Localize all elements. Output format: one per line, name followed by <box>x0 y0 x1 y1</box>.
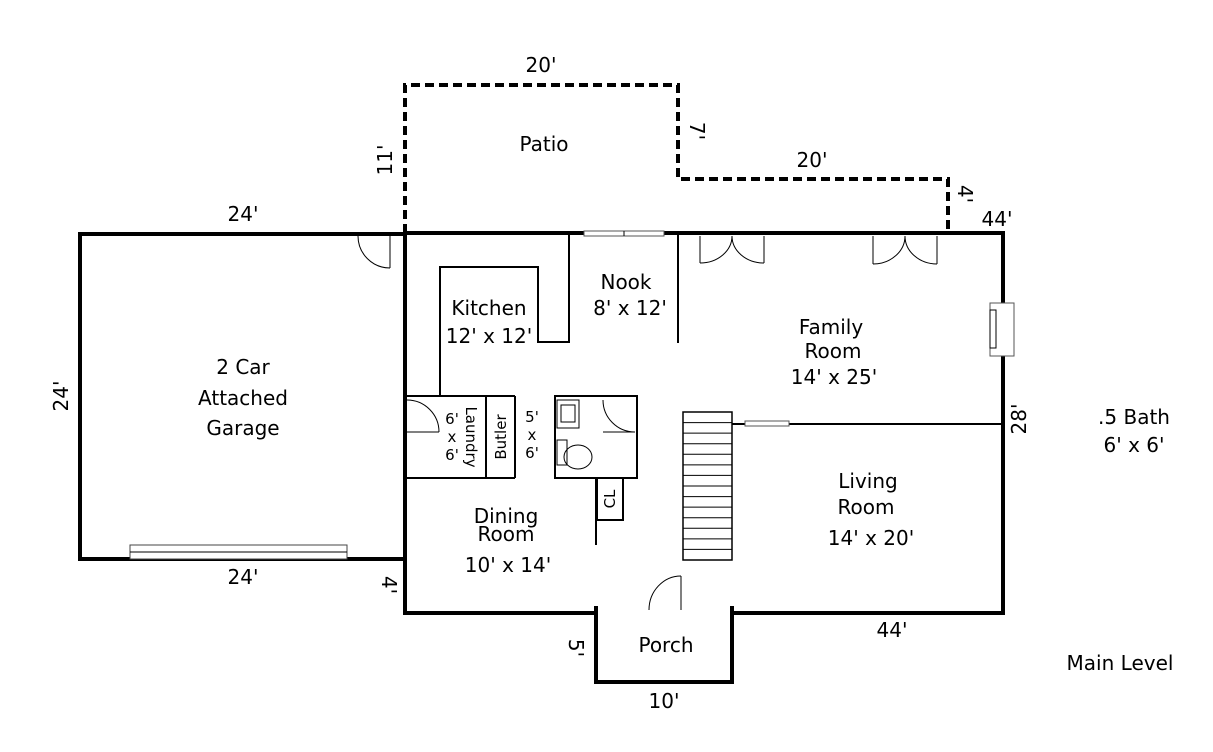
living-room-label-line2: Room <box>838 495 895 519</box>
laundry-dim-x: x <box>448 428 457 446</box>
family-room-label-line2: Room <box>805 339 862 363</box>
patio-dim-drop: 4' <box>953 185 977 203</box>
dining-room-label-line2: Room <box>478 522 535 546</box>
patio-dim-top: 20' <box>526 53 557 77</box>
garage-dim-side: 24' <box>49 381 73 412</box>
nook-dims: 8' x 12' <box>593 296 667 320</box>
patio-label: Patio <box>519 132 568 156</box>
staircase <box>682 411 733 561</box>
fireplace <box>989 302 1015 357</box>
dining-room-dims: 10' x 14' <box>465 553 551 577</box>
living-room-dims: 14' x 20' <box>828 526 914 550</box>
garage-entry-door <box>357 235 391 269</box>
bath-sink-basin <box>560 404 576 423</box>
porch-dim-bottom: 10' <box>649 689 680 713</box>
living-room-label-line1: Living <box>838 469 897 493</box>
closet-label: CL <box>601 489 619 508</box>
half-bath-dim-x: x <box>528 426 537 444</box>
half-bath-walls <box>554 395 638 479</box>
garage-dim-bottom: 24' <box>228 565 259 589</box>
laundry-door <box>406 399 440 433</box>
kitchen-label: Kitchen <box>451 296 526 320</box>
house-dim-step: 4' <box>377 576 401 594</box>
porch-outline <box>594 606 734 684</box>
toilet <box>556 439 593 470</box>
laundry-label: Laundry <box>462 406 480 467</box>
garage-dim-top: 24' <box>228 202 259 226</box>
living-slider <box>744 420 790 427</box>
french-door-left <box>699 235 765 264</box>
half-bath-summary-line1: .5 Bath <box>1098 405 1170 429</box>
garage-label-line2: Attached <box>198 386 288 410</box>
patio-dim-right: 20' <box>797 148 828 172</box>
porch-dim-side: 5' <box>564 639 588 657</box>
family-room-label-line1: Family <box>799 315 864 339</box>
level-label: Main Level <box>1067 651 1174 675</box>
porch-label: Porch <box>638 633 693 657</box>
front-door <box>648 575 682 611</box>
dining-room-label-line1: Dining <box>474 504 539 528</box>
garage-label-line3: Garage <box>206 416 279 440</box>
kitchen-dims: 12' x 12' <box>446 324 532 348</box>
laundry-dim-a: 6' <box>445 410 459 428</box>
laundry-dim-b: 6' <box>445 446 459 464</box>
bath-sink <box>556 399 580 429</box>
french-door-right <box>872 235 938 265</box>
house-dim-bottom: 44' <box>877 618 908 642</box>
patio-outline <box>403 83 950 233</box>
half-bath-dim-b: 6' <box>525 444 539 462</box>
bath-door <box>602 399 636 433</box>
half-bath-summary-line2: 6' x 6' <box>1104 433 1165 457</box>
family-room-dims: 14' x 25' <box>791 365 877 389</box>
patio-dim-step: 7' <box>685 122 709 140</box>
butler-label: Butler <box>492 414 510 460</box>
house-dim-top: 44' <box>982 207 1013 231</box>
half-bath-dim-a: 5' <box>525 408 539 426</box>
nook-label: Nook <box>600 270 651 294</box>
house-dim-right: 28' <box>1007 404 1031 435</box>
garage-label-line1: 2 Car <box>216 355 270 379</box>
patio-dim-left: 11' <box>373 145 397 176</box>
